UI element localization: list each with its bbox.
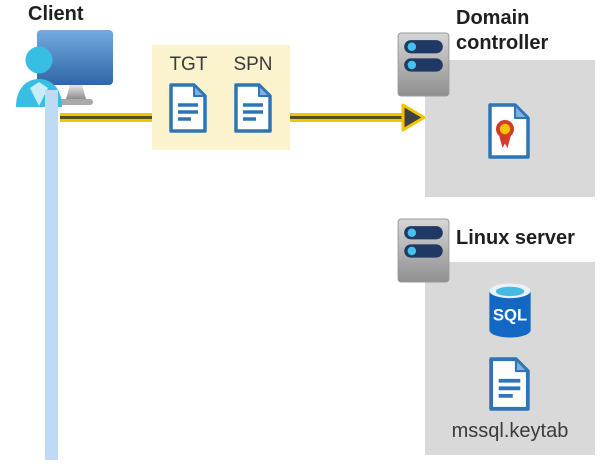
linux-server-icon	[397, 218, 450, 283]
domain-controller-server-icon	[397, 32, 450, 97]
monitor-stand	[66, 85, 86, 99]
spn-ticket: SPN	[233, 54, 273, 150]
spn-document-icon	[234, 83, 272, 133]
monitor-base	[59, 99, 93, 105]
client-lifeline-bar	[45, 90, 58, 460]
certificate-icon	[488, 103, 530, 159]
domain-controller-label: Domain controller	[456, 7, 549, 54]
tgt-document-icon	[169, 83, 208, 133]
client-label: Client	[28, 3, 84, 25]
tgt-label: TGT	[169, 54, 208, 75]
certificate-ribbon	[499, 135, 511, 148]
spn-label: SPN	[233, 54, 273, 75]
auth-flow-arrow-head	[401, 103, 426, 132]
ticket-highlight-box: TGT SPN	[152, 45, 290, 150]
keytab-file-label: mssql.keytab	[451, 420, 569, 442]
sql-icon-text: SQL	[493, 305, 527, 324]
person-head	[25, 46, 53, 74]
monitor-icon	[37, 30, 113, 85]
tgt-ticket: TGT	[169, 54, 207, 150]
sql-database-icon: SQL	[489, 283, 531, 338]
keytab-document-icon	[489, 357, 530, 411]
person-collar	[30, 82, 48, 106]
client-user-workstation-icon	[16, 30, 113, 107]
linux-server-label: Linux server	[456, 227, 575, 249]
